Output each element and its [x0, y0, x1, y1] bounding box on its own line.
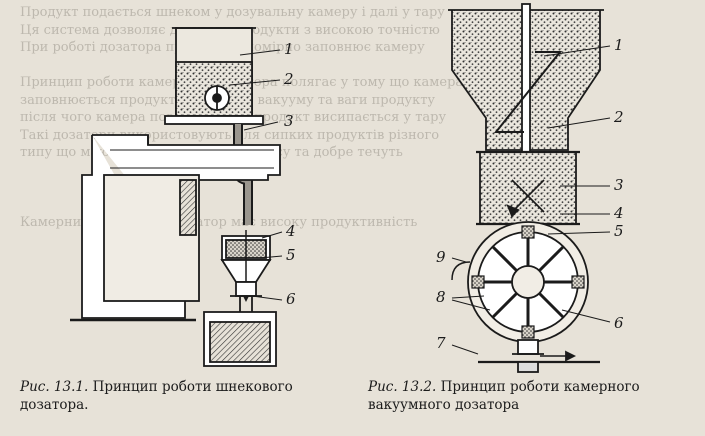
fig2-part-number: 4	[613, 204, 624, 222]
fig2-part-number: 2	[613, 108, 624, 126]
figure-13-1-caption: Рис. 13.1. Принцип роботи шнекового доза…	[20, 378, 350, 414]
fig1-part-number: 6	[286, 290, 296, 308]
figure-13-1-leaders	[229, 49, 283, 301]
fig2-part-number: 3	[614, 176, 624, 194]
figure-13-2-caption: Рис. 13.2. Принцип роботи камерного ваку…	[368, 378, 698, 414]
fig1-part-number: 2	[283, 70, 294, 88]
fig1-part-number: 3	[284, 112, 294, 130]
fig2-part-number: 7	[436, 334, 446, 352]
caption-text: Принцип роботи шнекового дозатора.	[20, 379, 293, 413]
fig1-part-number: 5	[286, 246, 296, 264]
fig1-part-number: 4	[285, 222, 296, 240]
fig2-part-number: 5	[614, 222, 624, 240]
figure-13-2-leaders	[451, 45, 611, 355]
figure-13-2-drawing	[448, 3, 604, 373]
figure-13-1-part-numbers: 1 2 3 4 5 6	[283, 40, 296, 308]
caption-text: Принцип роботи камерного вакуумного доза…	[368, 379, 640, 413]
fig1-part-number: 1	[284, 40, 294, 58]
fig2-part-number: 8	[436, 288, 446, 306]
caption-label: Рис. 13.1.	[20, 379, 89, 395]
figure-13-1-drawing	[70, 27, 281, 367]
figure-13-2-part-numbers: 1 2 3 4 5 9 8 6 7	[436, 36, 624, 352]
fig2-part-number: 1	[614, 36, 624, 54]
caption-label: Рис. 13.2.	[368, 379, 437, 395]
fig2-part-number: 6	[614, 314, 624, 332]
fig2-part-number: 9	[436, 248, 446, 266]
